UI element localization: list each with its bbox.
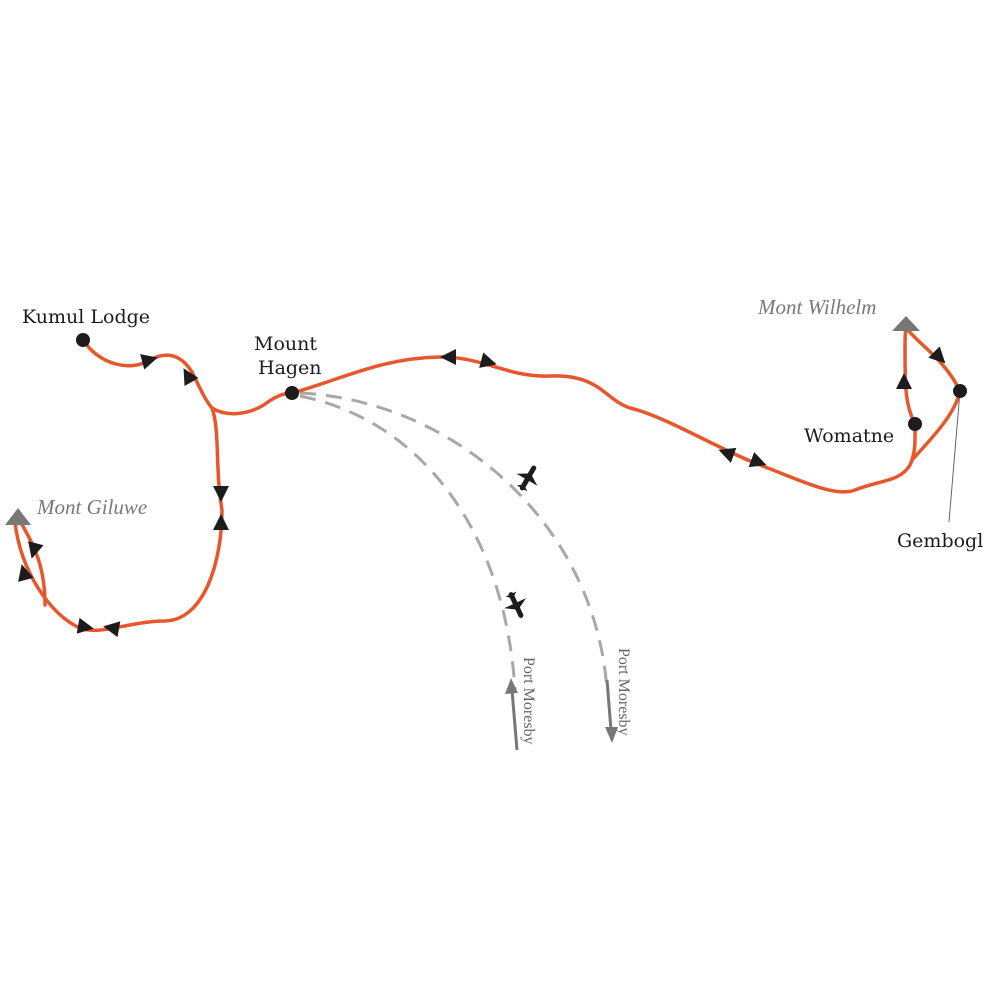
direction-arrow-icon [928, 346, 946, 364]
outbound-arrow-icon [605, 727, 618, 743]
direction-arrow-icon [103, 621, 121, 638]
route-kumul-hagen [81, 338, 294, 416]
plane-icon [504, 591, 527, 618]
flight-path-outbound [299, 391, 609, 691]
direction-arrow-icon [440, 349, 456, 365]
label-mont-giluwe: Mont Giluwe [36, 495, 147, 519]
direction-arrow-icon [213, 514, 229, 530]
flight-path-inbound [299, 394, 517, 691]
direction-arrow-icon [213, 486, 229, 502]
direction-arrow-icon [18, 564, 34, 582]
label-port-moresby-outbound: Port Moresby [615, 648, 632, 736]
label-mount-hagen-line2: Hagen [258, 357, 322, 379]
outbound-arrow-shaft [605, 679, 613, 731]
plane-icon [516, 465, 538, 492]
inbound-arrow-shaft [510, 689, 519, 751]
label-port-moresby-inbound: Port Moresby [520, 657, 537, 745]
direction-arrow-icon [479, 352, 497, 368]
label-womatne: Womatne [804, 425, 894, 447]
direction-arrow-icon [28, 541, 44, 559]
peak-giluwe-icon [5, 508, 31, 525]
route-gembogl-junction [910, 389, 962, 462]
label-mount-hagen-line1: Mount [254, 333, 317, 355]
mount-hagen-marker [285, 386, 299, 400]
kumul-lodge-marker [76, 333, 90, 347]
inbound-arrow-icon [505, 678, 518, 694]
label-kumul-lodge: Kumul Lodge [22, 306, 150, 328]
direction-arrow-icon [748, 452, 767, 468]
direction-arrow-icon [718, 447, 737, 463]
direction-arrow-icon [76, 617, 94, 634]
peak-wilhelm-icon [892, 316, 920, 331]
label-gembogl: Gembogl [897, 530, 983, 552]
label-mont-wilhelm: Mont Wilhelm [757, 295, 876, 319]
direction-arrow-icon [140, 354, 158, 370]
direction-arrow-icon [183, 368, 199, 387]
route-hagen-womatne [290, 355, 917, 494]
womatne-marker [908, 417, 922, 431]
route-wilhelm-gembogl [904, 326, 962, 393]
gembogl-leader-line [948, 390, 961, 523]
route-giluwe-loop [13, 406, 224, 633]
route-womatne-wilhelm [903, 326, 917, 426]
direction-arrow-icon [896, 373, 912, 389]
gembogl-marker [953, 384, 967, 398]
